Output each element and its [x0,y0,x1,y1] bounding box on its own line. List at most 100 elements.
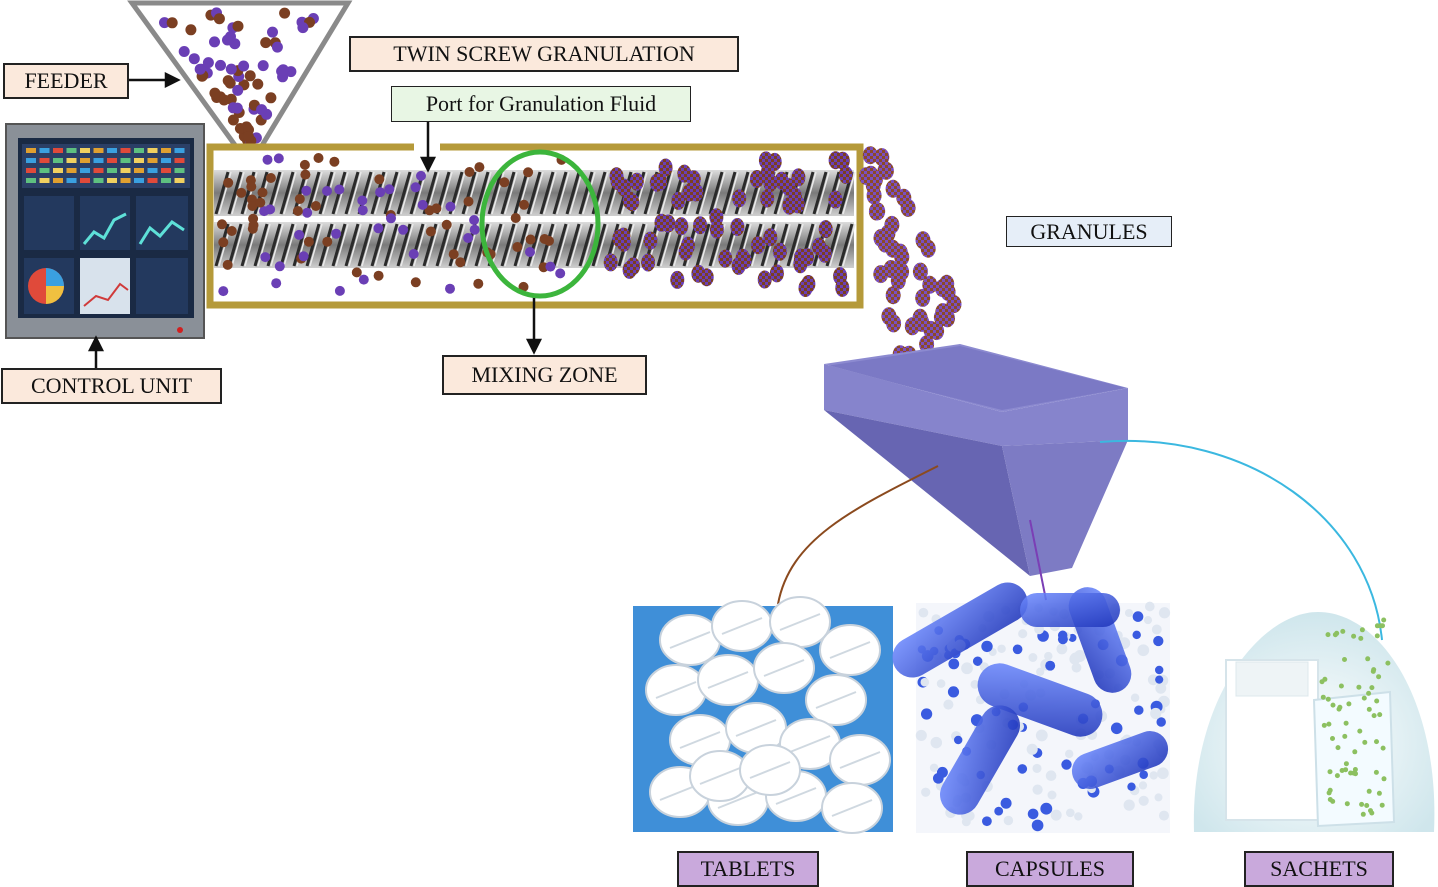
screw-flight [231,223,245,267]
screw-flight [842,171,856,215]
screw-flight [695,223,711,267]
screw-flight [699,171,713,215]
powder-particle [271,41,283,53]
sachet-granule [1352,749,1358,755]
powder-particle [408,249,419,259]
dashboard-bar [80,178,90,183]
granule [828,190,843,209]
powder-particle [242,131,254,143]
powder-particle [555,268,566,279]
powder-particle [273,153,284,164]
sachet-granule [1319,679,1325,685]
powder-particle [512,242,523,252]
bead [1017,764,1028,774]
powder-particle [417,199,428,210]
capsule [1020,593,1120,627]
powder-particle [410,182,421,193]
sachet-granule [1360,811,1366,817]
output-hopper [824,344,1128,576]
screw-flight [786,223,802,267]
bead [920,677,930,687]
screw-flight [426,223,440,267]
sachet-granule [1361,695,1367,701]
bead [920,708,933,720]
granule [760,189,775,208]
bead [1154,665,1164,675]
screw-flight [309,223,323,267]
capsules-label: CAPSULES [966,851,1134,887]
bead [1065,808,1075,818]
granule [858,167,874,186]
screw-flight [487,171,503,215]
powder-particle [215,59,226,71]
sachet-granule [1340,628,1346,634]
powder-particle [271,278,282,289]
screw-flight [387,171,401,215]
feeder-hopper [127,0,353,155]
tablet-score [721,617,763,635]
granule [818,220,833,239]
screw-flight [517,223,531,267]
bead [936,679,946,688]
dashboard-bar [66,178,77,183]
tablet-score [735,719,777,737]
granule [838,165,853,184]
powder-particle [510,213,521,223]
dashboard-bar [120,168,131,173]
screw-flight [383,223,399,267]
granule [878,161,894,180]
bead [929,763,939,773]
screw-flight [829,223,843,267]
bead [915,729,927,741]
powder-particle [463,196,474,207]
powder-particle [398,224,409,235]
bead [1031,819,1044,832]
powder-particle [218,94,230,106]
granule [643,231,658,250]
powder-particle [274,261,285,272]
bead [1057,630,1068,641]
dashboard-bar [147,168,158,173]
sachet-granule [1369,685,1375,691]
granule [699,268,714,287]
tablets-photo [633,596,893,834]
bead [1149,771,1158,780]
screw-flight [439,223,453,267]
dashboard-bar [39,168,50,173]
bead [1154,793,1163,802]
dashboard-bar [174,178,185,183]
sachet-granule [1342,657,1347,662]
bead [1032,784,1043,795]
powder-particle [185,24,197,36]
bead [970,680,980,689]
screw-flight [387,223,401,267]
powder-particle [292,206,303,216]
dashboard-bar [161,158,171,163]
powder-particle [218,286,229,297]
powder-particle [322,236,333,247]
granule [835,278,850,297]
capsule [892,582,1028,678]
bead [921,787,931,797]
screw-flight [461,171,477,215]
sachet-granule [1344,801,1350,807]
powder-particle [246,181,257,192]
screw-flight [400,171,414,215]
powder-particle [539,234,550,244]
powder-particle [301,185,312,196]
sachet-granule [1326,790,1332,796]
screw-flight [253,223,269,267]
screw-flight [816,171,830,215]
powder-particle [252,78,264,90]
bead [997,644,1006,654]
bead [1138,795,1149,806]
dashboard-bar [53,148,63,153]
powder-particle [298,251,309,262]
dashboard-bar [161,168,171,173]
granule [658,158,673,177]
dashboard-bar [93,158,104,163]
sachet-granule [1381,776,1387,782]
bead [1071,662,1082,673]
powder-particle [302,207,313,218]
granule [763,228,778,247]
